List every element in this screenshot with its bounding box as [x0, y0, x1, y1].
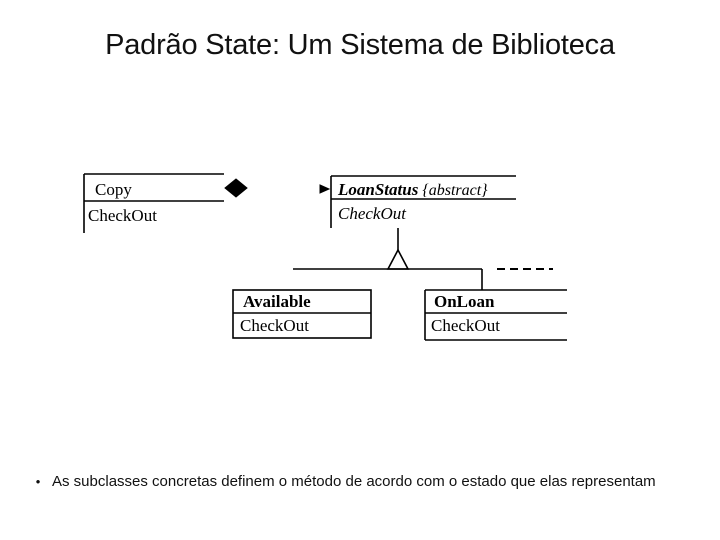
class-name-loanstatus-text: LoanStatus	[338, 180, 419, 199]
class-operation-available: CheckOut	[240, 316, 309, 335]
bullet-list: • As subclasses concretas definem o méto…	[24, 470, 696, 493]
class-stereotype-abstract: {abstract}	[418, 182, 488, 199]
filled-diamond-icon	[224, 178, 248, 198]
page-title: Padrão State: Um Sistema de Biblioteca	[105, 29, 615, 61]
class-name-available: Available	[243, 292, 311, 311]
class-box-loanstatus[interactable]	[330, 175, 516, 228]
class-name-copy: Copy	[95, 180, 132, 199]
bullet-marker-icon: •	[35, 474, 41, 489]
bullet-text: As subclasses concretas definem o método…	[52, 473, 656, 490]
class-operation-loanstatus: CheckOut	[338, 204, 406, 223]
composition-copy-loanstatus[interactable]	[224, 178, 331, 198]
class-box-available[interactable]	[232, 289, 372, 339]
class-name-onloan: OnLoan	[434, 292, 495, 311]
class-operation-onloan: CheckOut	[431, 316, 500, 335]
list-item: • As subclasses concretas definem o méto…	[24, 470, 696, 493]
generalization-tree[interactable]	[293, 228, 553, 290]
open-arrow-icon	[319, 184, 331, 194]
class-box-copy[interactable]	[83, 173, 224, 233]
hollow-triangle-icon	[386, 248, 410, 270]
class-operation-copy: CheckOut	[88, 206, 157, 225]
class-box-onloan[interactable]	[424, 289, 567, 341]
class-name-loanstatus: LoanStatus {abstract}	[338, 180, 488, 200]
